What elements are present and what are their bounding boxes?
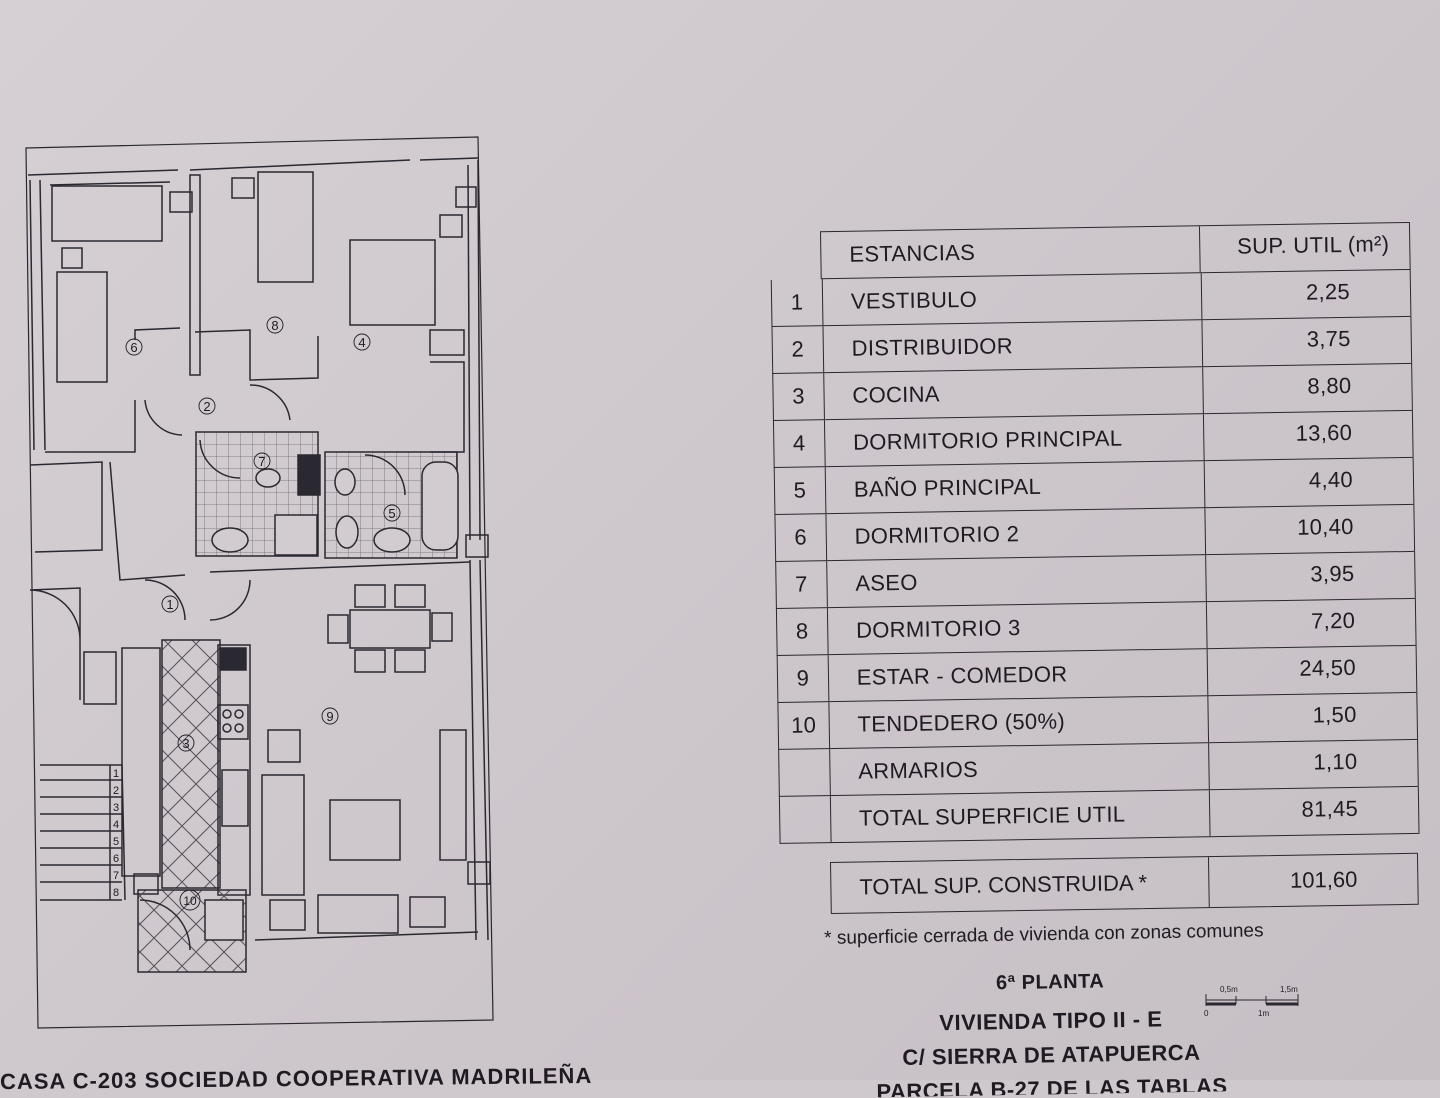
- row-name: ASEO: [826, 555, 1207, 608]
- row-name: COCINA: [824, 367, 1204, 420]
- floor-plan: 1 2 3 4 5 6 7 8 9 10 1 2 3 4 5 6 7 8: [25, 136, 494, 1029]
- street-name: C/ SIERRA DE ATAPUERCA: [902, 1039, 1201, 1070]
- scale-label-a: 0,5m: [1220, 985, 1238, 994]
- construida-value: 101,60: [1289, 866, 1358, 893]
- row-name: DORMITORIO PRINCIPAL: [824, 414, 1205, 467]
- scale-label-d: 1m: [1258, 1009, 1269, 1018]
- row-number: 9: [777, 655, 830, 702]
- row-value: 13,60: [1203, 410, 1414, 461]
- svg-text:6: 6: [130, 340, 137, 355]
- svg-text:7: 7: [258, 454, 265, 469]
- row-number: 4: [773, 420, 826, 467]
- svg-text:2: 2: [203, 399, 210, 414]
- total-construida-box: TOTAL SUP. CONSTRUIDA * 101,60: [830, 852, 1419, 914]
- row-number: 2: [772, 326, 825, 373]
- svg-text:1: 1: [166, 597, 173, 612]
- row-name: BAÑO PRINCIPAL: [825, 461, 1205, 514]
- scale-label-b: 1,5m: [1280, 985, 1298, 994]
- stair-step-5: 5: [113, 836, 119, 848]
- row-value: 2,25: [1201, 269, 1412, 320]
- header-estancias: ESTANCIAS: [820, 226, 1201, 279]
- row-name: ESTAR - COMEDOR: [828, 649, 1208, 702]
- row-value: 3,95: [1205, 551, 1416, 602]
- row-number: 10: [778, 702, 830, 749]
- stair-step-6: 6: [113, 853, 119, 865]
- footnote: * superficie cerrada de vivienda con zon…: [824, 920, 1264, 949]
- stair-step-8: 8: [113, 887, 119, 899]
- scale-bar: 0,5m 1,5m 0 1m: [1204, 985, 1299, 1018]
- room-label-5: 5: [383, 504, 401, 522]
- row-number: 7: [776, 561, 828, 608]
- row-number: 6: [775, 514, 827, 561]
- row-number: [779, 749, 831, 796]
- header-sup-util: SUP. UTIL (m²): [1199, 222, 1411, 273]
- row-name: DORMITORIO 3: [827, 602, 1208, 655]
- row-number: 5: [774, 467, 827, 514]
- row-value: 10,40: [1204, 504, 1416, 555]
- row-name: DORMITORIO 2: [826, 508, 1206, 561]
- row-value: 8,80: [1202, 363, 1413, 414]
- row-number: 8: [776, 608, 829, 655]
- footer-cooperative: CASA C-203 SOCIEDAD COOPERATIVA MADRILEÑ…: [0, 1062, 593, 1095]
- row-value: 24,50: [1207, 645, 1418, 696]
- row-name: DISTRIBUIDOR: [823, 320, 1203, 373]
- row-name: VESTIBULO: [822, 273, 1202, 326]
- svg-text:4: 4: [358, 335, 365, 350]
- room-label-6: 6: [125, 338, 143, 356]
- svg-text:3: 3: [182, 736, 189, 751]
- room-label-3: 3: [177, 734, 195, 752]
- stair-step-3: 3: [113, 802, 119, 814]
- row-value: 4,40: [1204, 457, 1415, 508]
- row-number: [779, 796, 832, 843]
- stair-step-2: 2: [113, 785, 119, 797]
- row-number: 3: [773, 373, 825, 420]
- svg-text:5: 5: [388, 506, 395, 521]
- svg-text:8: 8: [271, 318, 278, 333]
- row-value: 7,20: [1206, 598, 1417, 649]
- svg-text:10: 10: [183, 894, 197, 908]
- row-number: 1: [771, 279, 824, 326]
- room-label-4: 4: [353, 333, 371, 351]
- construida-label: TOTAL SUP. CONSTRUIDA *: [831, 857, 1210, 913]
- row-name: TOTAL SUPERFICIE UTIL: [830, 790, 1211, 843]
- row-value: 81,45: [1209, 786, 1420, 837]
- scale-label-c: 0: [1204, 1009, 1209, 1018]
- row-name: TENDEDERO (50%): [829, 696, 1209, 749]
- stair-step-4: 4: [113, 819, 119, 831]
- stair-step-1: 1: [113, 768, 119, 780]
- stair-step-7: 7: [113, 870, 119, 882]
- room-label-9: 9: [321, 707, 339, 725]
- room-label-7: 7: [253, 452, 271, 470]
- row-value: 1,50: [1207, 692, 1419, 743]
- svg-text:9: 9: [326, 709, 333, 724]
- parcel-name: PARCELA B-27 DE LAS TABLAS: [876, 1073, 1228, 1098]
- row-value: 1,10: [1208, 739, 1419, 790]
- room-label-10: 10: [179, 889, 201, 911]
- row-name: ARMARIOS: [829, 743, 1210, 796]
- room-label-8: 8: [266, 316, 284, 334]
- room-label-1: 1: [161, 595, 179, 613]
- room-label-2: 2: [198, 397, 216, 415]
- row-value: 3,75: [1201, 316, 1413, 367]
